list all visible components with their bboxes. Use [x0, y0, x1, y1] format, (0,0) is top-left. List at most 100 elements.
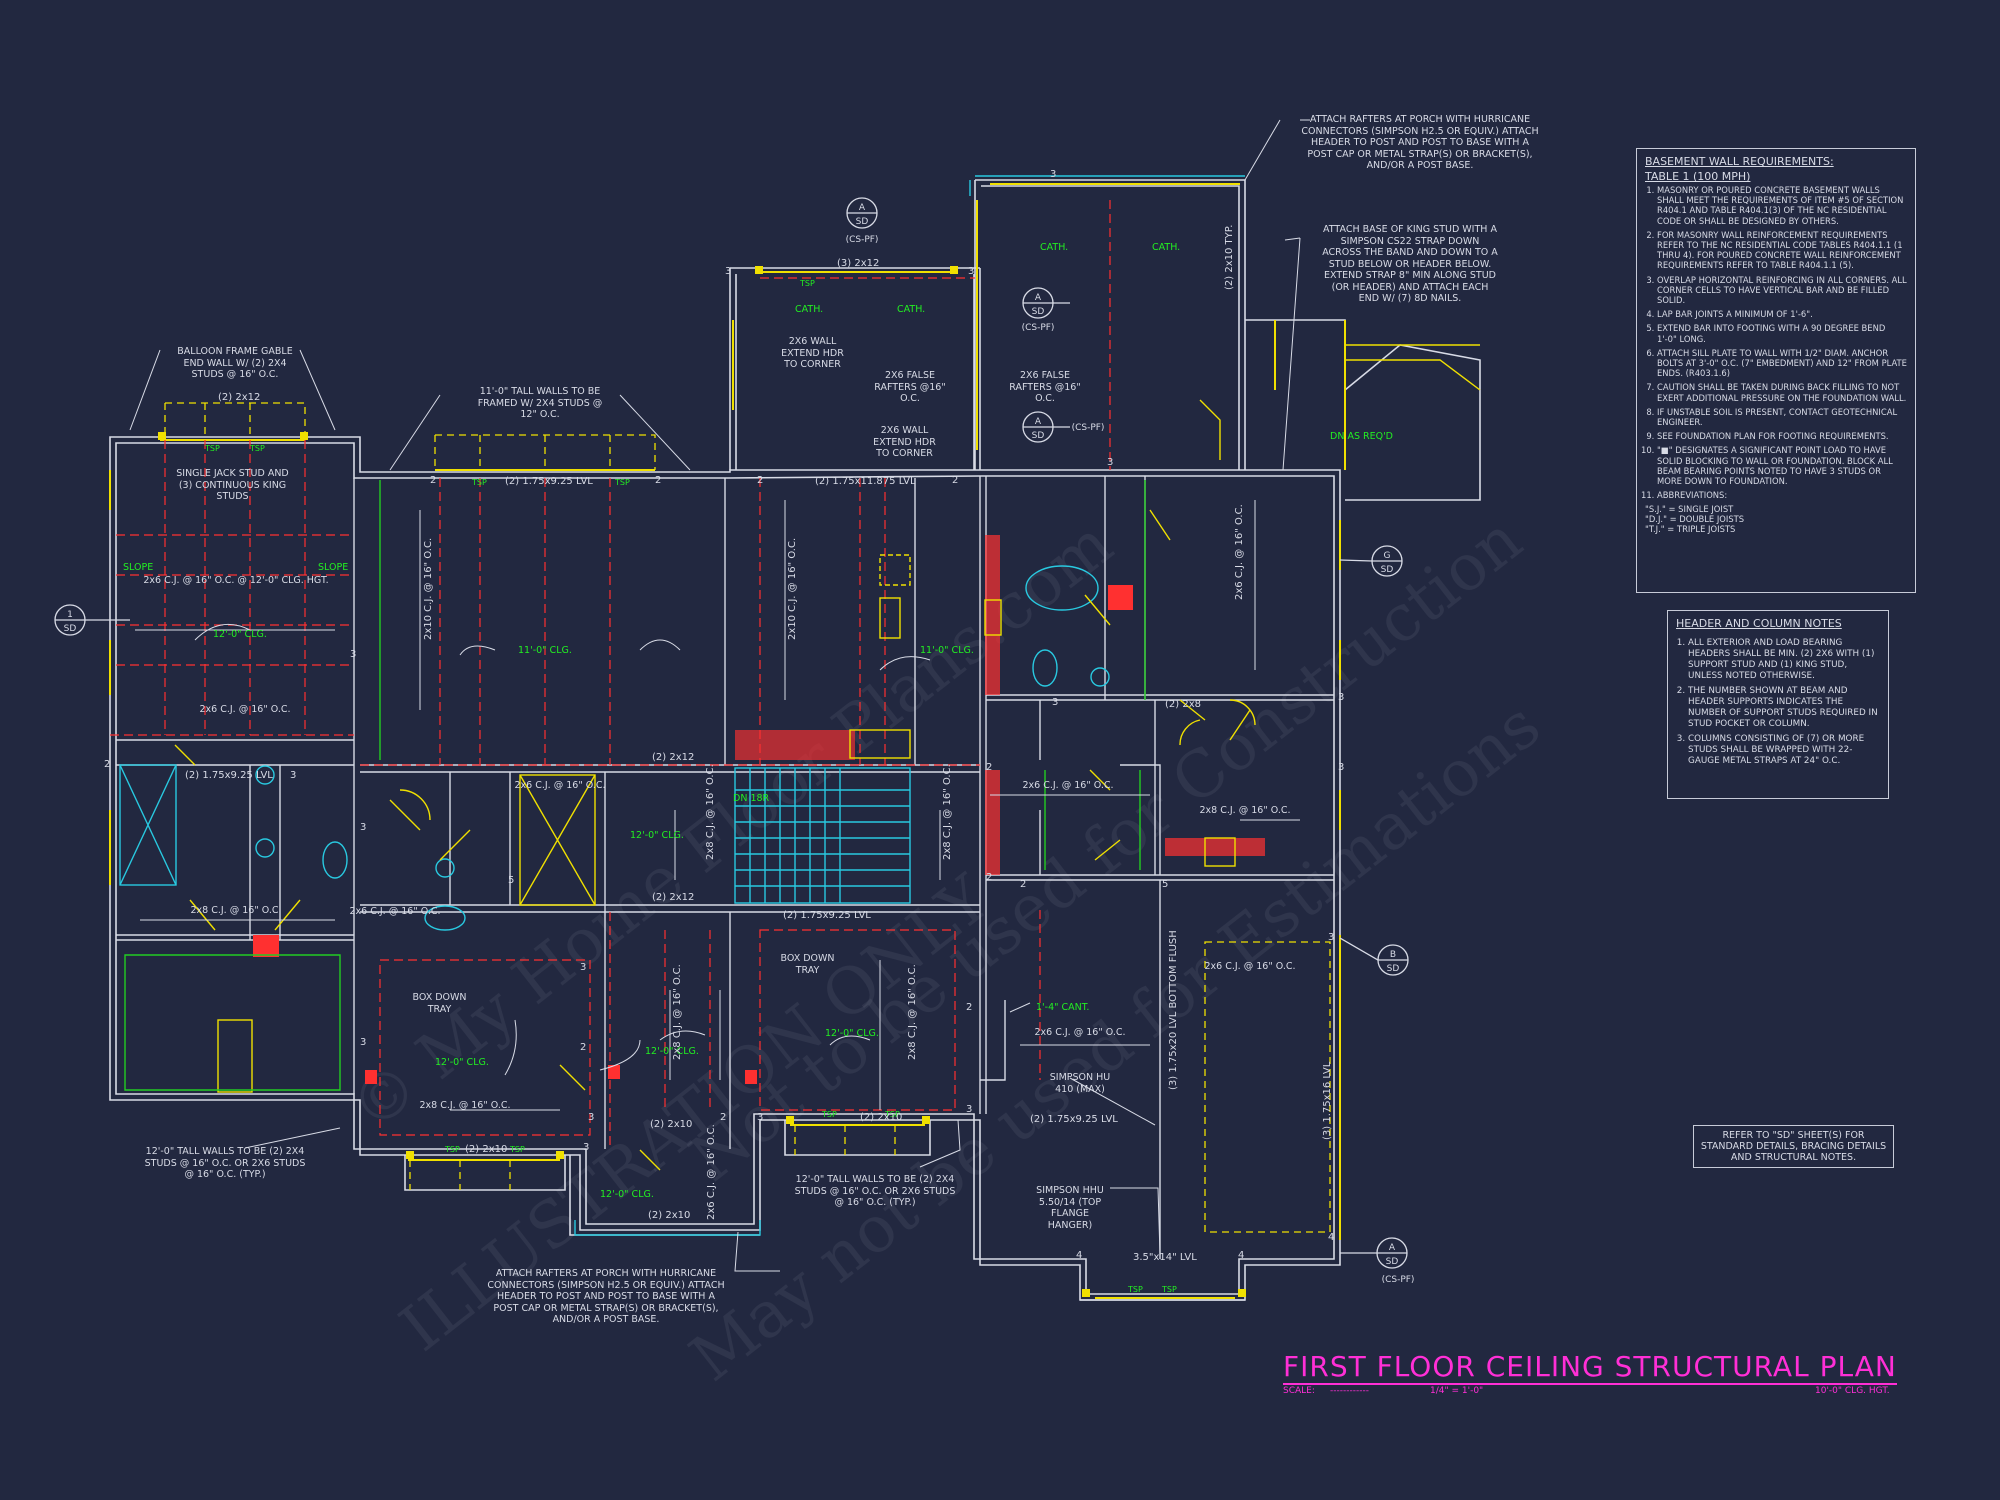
- beam-lvl-4: (2) 1.75x9.25 LVL: [1030, 1114, 1118, 1125]
- marker-7-sheet: SD: [1387, 964, 1400, 974]
- note-king-stud: ATTACH BASE OF KING STUD WITH A SIMPSON …: [1322, 224, 1498, 304]
- scale-dashes: ------------: [1330, 1386, 1369, 1396]
- beam-flush: (3) 1.75x20 LVL BOTTOM FLUSH: [1168, 930, 1179, 1090]
- svg-text:2: 2: [580, 1042, 586, 1053]
- beam-lvl-3: (2) 1.75x9.25 LVL: [783, 910, 871, 921]
- slope-right-label: SLOPE: [318, 562, 348, 573]
- tray-outlines: [124, 480, 1146, 1091]
- beam-garage: (3) 1.75x16 LVL: [1322, 1061, 1333, 1140]
- abbreviation-dj: "D.J." = DOUBLE JOISTS: [1645, 514, 1745, 525]
- svg-text:3: 3: [1328, 932, 1334, 943]
- marker-6-sheet: SD: [1381, 565, 1394, 575]
- svg-text:3: 3: [757, 1112, 763, 1123]
- note-false-rafters-2: 2x6 FALSE RAFTERS @16" O.C.: [1009, 370, 1081, 404]
- marker-1-letter: A: [859, 203, 866, 213]
- refer-sd-note: REFER TO "SD" SHEET(S) FOR STANDARD DETA…: [1693, 1125, 1894, 1168]
- header-2x10-a: (2) 2x10: [465, 1144, 507, 1155]
- note-porch-top: ATTACH RAFTERS AT PORCH WITH HURRICANE C…: [1301, 114, 1539, 171]
- header-note-item: THE NUMBER SHOWN AT BEAM AND HEADER SUPP…: [1688, 686, 1880, 730]
- svg-text:2: 2: [655, 475, 661, 486]
- cath-label-1: CATH.: [1040, 242, 1068, 253]
- marker-4-sheet: SD: [1386, 1257, 1399, 1267]
- svg-text:5: 5: [1162, 879, 1168, 890]
- marker-3-sheet: SD: [1032, 431, 1045, 441]
- marker-7-letter: B: [1390, 950, 1396, 960]
- leader-lines: [129, 119, 1310, 1272]
- windows-and-posts: [109, 183, 1346, 1299]
- basement-panel-title: BASEMENT WALL REQUIREMENTS:: [1645, 155, 1834, 168]
- joist-clg-label: 2x6 C.J. @ 16" O.C. @ 12'-0" CLG. HGT.: [143, 575, 328, 586]
- drawing-title: FIRST FLOOR CEILING STRUCTURAL PLAN: [1283, 1350, 1897, 1385]
- clg-label-5: 12'-0" CLG.: [435, 1057, 489, 1068]
- svg-text:TSP: TSP: [444, 1145, 460, 1154]
- svg-text:2: 2: [430, 475, 436, 486]
- svg-text:2: 2: [986, 872, 992, 883]
- svg-text:3: 3: [580, 962, 586, 973]
- svg-text:3: 3: [290, 770, 296, 781]
- beam-lvl-2: (2) 1.75x11.875 LVL: [815, 476, 916, 487]
- header-2x8: (2) 2x8: [1165, 699, 1201, 710]
- note-jack-stud: SINGLE JACK STUD AND (3) CONTINUOUS KING…: [176, 468, 289, 502]
- porch-posts: [158, 266, 1246, 1297]
- note-tall-walls-left: 12'-0" TALL WALLS TO BE (2) 2x4 STUDS @ …: [144, 1146, 306, 1180]
- joist-cj-g: 2x6 C.J. @ 16" O.C.: [515, 780, 606, 791]
- svg-text:TSP: TSP: [509, 1145, 525, 1154]
- dn-as-reqd-label: DN AS REQ'D: [1330, 431, 1393, 442]
- dashed-beams: [164, 402, 1331, 1233]
- marker-6-letter: G: [1384, 551, 1391, 561]
- basement-item: EXTEND BAR INTO FOOTING WITH A 90 DEGREE…: [1657, 323, 1907, 343]
- svg-text:TSP: TSP: [799, 279, 815, 288]
- svg-text:2: 2: [952, 475, 958, 486]
- svg-text:3: 3: [360, 822, 366, 833]
- joist-label-g: 2x8 C.J. @ 16" O.C.: [907, 964, 918, 1060]
- clg-label-8: 12'-0" CLG.: [600, 1189, 654, 1200]
- joist-cj-i: 2x8 C.J. @ 16" O.C.: [1200, 805, 1291, 816]
- fixtures: [119, 175, 1245, 1236]
- basement-item: IF UNSTABLE SOIL IS PRESENT, CONTACT GEO…: [1657, 407, 1907, 427]
- basement-item: "■" DESIGNATES A SIGNIFICANT POINT LOAD …: [1657, 445, 1907, 486]
- header-2x10-b: (2) 2x10: [860, 1112, 902, 1123]
- svg-text:TSP: TSP: [249, 444, 265, 453]
- abbreviation-tj: "T.J." = TRIPLE JOISTS: [1645, 524, 1736, 535]
- joist-cj-h: 2x6 C.J. @ 16" O.C.: [1023, 780, 1114, 791]
- cant-label: 1'-4" CANT.: [1036, 1002, 1089, 1013]
- marker-2-letter: A: [1035, 293, 1042, 303]
- beam-labels: (2) 1.75x9.25 LVL (2) 1.75x11.875 LVL (2…: [185, 258, 1201, 1263]
- clg-label-3: 11'-0" CLG.: [920, 645, 974, 656]
- basement-item: LAP BAR JOINTS A MINIMUM OF 1'-6".: [1657, 309, 1907, 319]
- note-simpson-hu: SIMPSON HU 410 (MAX): [1049, 1072, 1111, 1095]
- marker-3-letter: A: [1035, 417, 1042, 427]
- interior-walls: [116, 476, 1334, 1259]
- svg-text:3: 3: [1338, 762, 1344, 773]
- basement-item: ABBREVIATIONS:: [1657, 490, 1907, 500]
- svg-text:3: 3: [1107, 457, 1113, 468]
- note-wall-hdr-2: 2x6 WALL EXTEND HDR TO CORNER: [873, 425, 936, 459]
- beam-lvl-1: (2) 1.75x9.25 LVL: [505, 476, 593, 487]
- header-2x10-d: (2) 2x10: [648, 1210, 690, 1221]
- cath-label-4: CATH.: [897, 304, 925, 315]
- header-2x12-b: (3) 2x12: [837, 258, 879, 269]
- svg-text:5: 5: [508, 875, 514, 886]
- note-simpson-hhu: SIMPSON HHU 5.50/14 (TOP FLANGE HANGER): [1036, 1185, 1104, 1231]
- joist-cj-j: 2x6 C.J. @ 16" O.C.: [1205, 961, 1296, 972]
- note-box-down-1: BOX DOWN TRAY: [412, 992, 467, 1015]
- joist-cj-f: 2x6 C.J. @ 16" O.C.: [350, 906, 441, 917]
- svg-text:4: 4: [1076, 1250, 1082, 1261]
- svg-text:TSP: TSP: [204, 444, 220, 453]
- svg-text:TSP: TSP: [821, 1110, 837, 1119]
- svg-text:3: 3: [588, 1112, 594, 1123]
- header-note-item: ALL EXTERIOR AND LOAD BEARING HEADERS SH…: [1688, 638, 1880, 682]
- basement-item: SEE FOUNDATION PLAN FOR FOOTING REQUIREM…: [1657, 431, 1907, 441]
- beam-lines: [110, 200, 1111, 1149]
- basement-item: OVERLAP HORIZONTAL REINFORCING IN ALL CO…: [1657, 275, 1907, 306]
- header-notes-list: ALL EXTERIOR AND LOAD BEARING HEADERS SH…: [1688, 638, 1880, 767]
- basement-item: MASONRY OR POURED CONCRETE BASEMENT WALL…: [1657, 185, 1907, 226]
- svg-text:2: 2: [1020, 879, 1026, 890]
- header-column-notes-panel: HEADER AND COLUMN NOTES ALL EXTERIOR AND…: [1667, 610, 1889, 799]
- svg-text:3: 3: [1338, 692, 1344, 703]
- vertical-labels: (2) 2x10 TYP. (3) 1.75x20 LVL BOTTOM FLU…: [423, 225, 1333, 1220]
- svg-text:TSP: TSP: [1127, 1285, 1143, 1294]
- slope-left-label: SLOPE: [123, 562, 153, 573]
- joist-label-e: 2x8 C.J. @ 16" O.C.: [942, 764, 953, 860]
